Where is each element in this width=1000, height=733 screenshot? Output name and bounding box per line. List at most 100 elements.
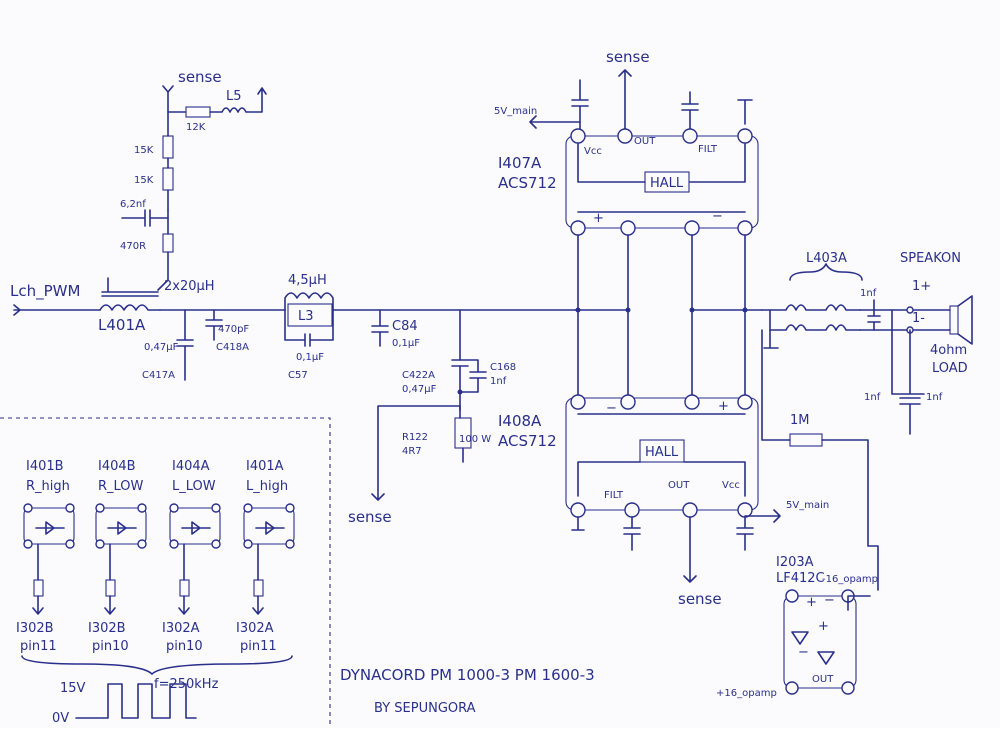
node-rail-b [625, 307, 631, 313]
i408a-pin-ip3 [684, 394, 700, 410]
opto-body [23, 507, 75, 545]
inductor-l3-body [287, 303, 333, 327]
i408a-pin-ip2 [620, 394, 636, 410]
label-c418a-value: 470pF [218, 324, 249, 335]
opto-id: I404A [172, 459, 210, 474]
opto-pin [23, 539, 33, 549]
opto-pin [95, 503, 105, 513]
opto-pin [243, 503, 253, 513]
label-r15k-b: 15K [134, 175, 154, 186]
label-c422a: C422A [402, 370, 435, 381]
i407a-pin-ip3 [684, 220, 700, 236]
opto-resistor [253, 579, 264, 597]
capacitor-1nf-bc [899, 397, 921, 435]
opamp-i203a-body [783, 595, 857, 689]
output-caps-wire [891, 309, 925, 395]
label-i203a-minus: − [824, 593, 835, 608]
inductor-l5 [209, 87, 267, 113]
wire-sense-mid [371, 405, 461, 501]
opto-pin [137, 503, 147, 513]
resistor-1m [789, 433, 823, 447]
opto-id: I401A [246, 459, 284, 474]
label-l401a: L401A [98, 316, 146, 334]
opto-pin [169, 503, 179, 513]
node-rail-d [742, 307, 748, 313]
inductor-l403a [761, 304, 861, 311]
opto-pin [95, 539, 105, 549]
opto-pin [211, 503, 221, 513]
i408a-pin-gnd [570, 502, 586, 518]
label-i203a-minus2: − [798, 645, 809, 660]
opto-name: R_LOW [98, 479, 144, 494]
opto-arrow [178, 595, 190, 615]
label-r470: 470R [120, 241, 146, 252]
label-i203a-plus: + [806, 595, 817, 610]
inductor-l3 [284, 292, 334, 311]
label-sense-top-mid: sense [606, 48, 650, 66]
opto-name: L_high [246, 479, 288, 494]
label-sense-bottom: sense [678, 590, 722, 608]
opto-pin-label: pin10 [166, 639, 203, 654]
i407a-pin-filt [682, 128, 698, 144]
label-i407a-filt: FILT [698, 144, 718, 155]
hall-i408a [639, 439, 685, 463]
label-i203a-supply: -16_opamp [822, 574, 878, 585]
label-i203a-plus2: + [818, 619, 829, 634]
label-l3: L3 [298, 309, 314, 324]
label-title: DYNACORD PM 1000-3 PM 1600-3 [340, 666, 595, 684]
sense-arrow-left [162, 85, 186, 113]
opto-pin [65, 539, 75, 549]
gnd-i408a [571, 516, 585, 531]
label-c417a-value: 0,47μF [144, 342, 179, 353]
capacitor-1nf-a [867, 299, 881, 331]
label-c168-value: 1nf [490, 376, 507, 387]
opto-pin [243, 539, 253, 549]
l403a-brace [789, 263, 863, 281]
label-r122-value: 4R7 [402, 446, 422, 457]
speakon-pin-plus [906, 306, 914, 314]
opto-resistor [33, 579, 44, 597]
opto-pin [65, 503, 75, 513]
label-r1m: 1M [790, 413, 810, 428]
opto-pin [285, 503, 295, 513]
label-i407a-plus: + [593, 211, 604, 226]
label-i408a-vcc: Vcc [722, 480, 740, 491]
label-i408a-part: ACS712 [498, 432, 557, 450]
opto-group: I401BR_highI302Bpin11I404BR_LOWI302Bpin1… [16, 459, 295, 654]
hall-i407a [644, 171, 690, 193]
label-load-2: LOAD [932, 361, 968, 376]
node-rail-a [575, 307, 581, 313]
label-r122: R122 [402, 432, 428, 443]
opto-diode [181, 521, 211, 535]
capacitor-c422a [451, 359, 487, 411]
label-c6n2: 6,2nf [120, 199, 146, 210]
opto-name: L_LOW [172, 479, 216, 494]
opto-pin-label: pin10 [92, 639, 129, 654]
label-l3-value: 4,5μH [288, 273, 327, 288]
resistor-12k [185, 106, 211, 118]
opto-pin-label: pin11 [20, 639, 57, 654]
label-hall-i408a: HALL [645, 445, 679, 460]
label-c57-value: 0,1μF [296, 352, 324, 363]
i408a-internal [577, 461, 746, 497]
label-5v-main-bottom: 5V_main [786, 500, 829, 511]
opto-section-border [0, 417, 331, 728]
label-v15: 15V [60, 681, 86, 696]
label-sense-mid: sense [348, 508, 392, 526]
opto-diode [107, 521, 137, 535]
label-i407a-part: ACS712 [498, 174, 557, 192]
opto-pin [211, 539, 221, 549]
i407a-pin-ip1 [570, 220, 586, 236]
label-5v-main-top: 5V_main [494, 106, 537, 117]
resistor-15k-b [162, 167, 174, 191]
opto-resistor [105, 579, 116, 597]
capacitor-c84 [371, 309, 389, 347]
label-c418a: C418A [216, 342, 249, 353]
i407a-pin-out [617, 128, 633, 144]
main-rail-left [13, 304, 101, 316]
label-load-1: 4ohm [930, 343, 967, 358]
label-sense-top-left: sense [178, 68, 222, 86]
capacitor-c57 [284, 309, 334, 347]
label-i203a-part: LF412C [776, 571, 825, 586]
sense-arrow-bottom [683, 516, 697, 583]
